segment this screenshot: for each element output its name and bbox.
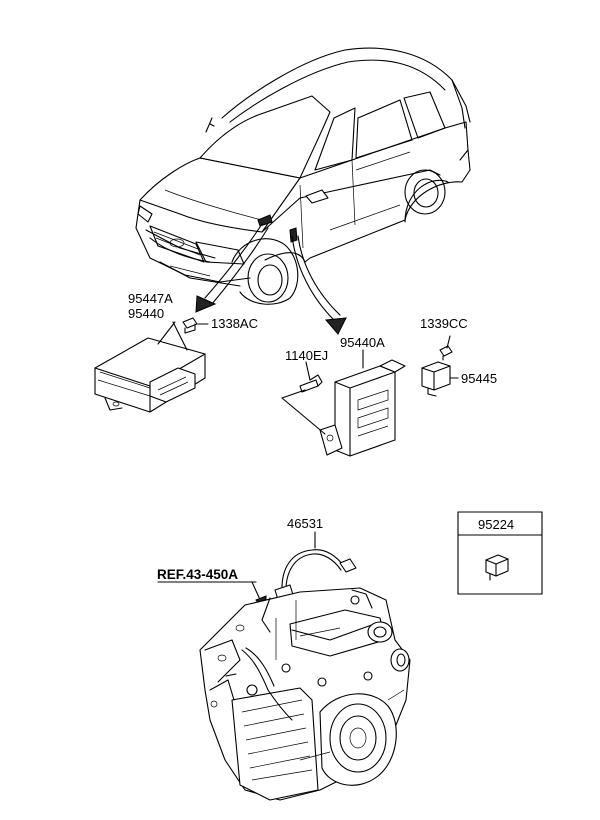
tcu-module-95440 — [94, 317, 206, 413]
label-95447a: 95447A — [128, 291, 173, 306]
label-95440a: 95440A — [340, 335, 385, 350]
part-box-95224 — [457, 511, 543, 595]
label-95440: 95440 — [128, 306, 164, 321]
callout-leaders — [157, 321, 459, 381]
location-arrows — [195, 223, 347, 335]
label-1140ej: 1140EJ — [285, 348, 328, 363]
relay-95445 — [421, 345, 453, 397]
label-1339cc: 1339CC — [420, 316, 468, 331]
label-95445: 95445 — [461, 371, 497, 386]
label-95224: 95224 — [478, 517, 514, 532]
vehicle-illustration — [135, 47, 471, 305]
label-46531: 46531 — [287, 516, 323, 531]
transaxle-assembly — [199, 587, 411, 801]
ref-label[interactable]: REF.43-450A — [157, 567, 238, 582]
label-1338ac: 1338AC — [211, 316, 258, 331]
bracket-95440a — [281, 359, 406, 457]
